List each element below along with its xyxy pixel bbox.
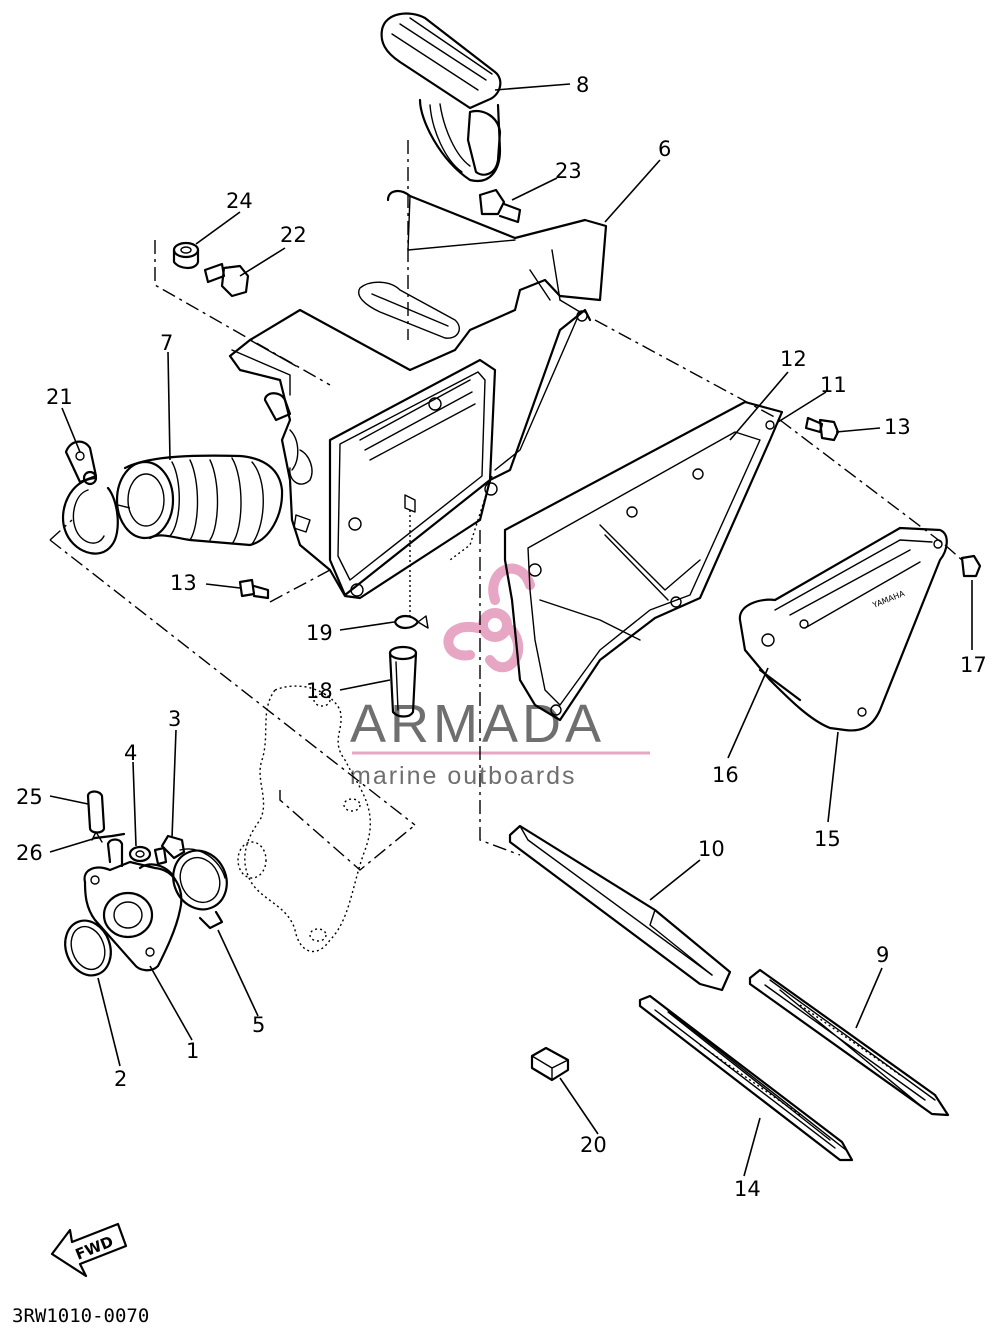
leader-lines [49, 83, 973, 1177]
part-5-clamp [172, 848, 228, 930]
part-2-o-ring [64, 919, 112, 977]
part-23-bolt [478, 188, 522, 224]
callout-4: 4 [124, 741, 137, 765]
part-6-filter-case [228, 190, 608, 620]
part-3-screw [153, 834, 186, 866]
part-24-washer [172, 241, 200, 270]
callout-2: 2 [114, 1067, 127, 1091]
callout-20: 20 [580, 1133, 607, 1157]
callout-5: 5 [252, 1013, 265, 1037]
callout-1: 1 [186, 1039, 199, 1063]
callout-18: 18 [306, 679, 333, 703]
part-25-pin [86, 790, 106, 834]
part-12-filter-guide [503, 400, 784, 722]
watermark-title: ARMADA [350, 694, 605, 754]
alignment-lines [49, 140, 963, 871]
callout-13-right: 13 [884, 415, 911, 439]
callout-14: 14 [734, 1177, 761, 1201]
part-15-cover: YAMAHA [738, 526, 948, 732]
callout-12: 12 [780, 347, 807, 371]
callout-11: 11 [820, 373, 847, 397]
part-21-clamp [61, 440, 119, 555]
part-4-washer [128, 845, 152, 863]
brand-label: YAMAHA [870, 589, 906, 611]
callout-22: 22 [280, 223, 307, 247]
callout-labels: 8 23 6 24 22 7 21 12 11 13 13 17 19 18 1… [16, 73, 987, 1201]
callout-8: 8 [576, 73, 589, 97]
callout-19: 19 [306, 621, 333, 645]
callout-13-left: 13 [170, 571, 197, 595]
carburetor-gasket-outline [237, 685, 371, 953]
callout-23: 23 [555, 159, 582, 183]
fwd-arrow-icon: FWD [50, 1222, 128, 1278]
part-14-screen [638, 994, 854, 1162]
callout-24: 24 [226, 189, 253, 213]
callout-26: 26 [16, 841, 43, 865]
callout-3: 3 [168, 707, 181, 731]
part-17-screw [960, 554, 982, 578]
callout-6: 6 [658, 137, 671, 161]
callout-10: 10 [698, 837, 725, 861]
callout-9: 9 [876, 943, 889, 967]
part-7-intake-boot [115, 454, 284, 547]
part-20-sponge [530, 1046, 570, 1082]
part-9-screen [748, 968, 950, 1117]
part-19-clip [393, 614, 429, 630]
callout-21: 21 [46, 385, 73, 409]
part-10-filter-element [508, 824, 732, 992]
callout-15: 15 [814, 827, 841, 851]
watermark-subtitle: marine outboards [350, 762, 577, 790]
part-26-clip [91, 831, 126, 843]
part-22-bolt [203, 262, 250, 298]
part-18-drain-tube [388, 645, 418, 718]
part-13-screw-right [804, 416, 840, 442]
callout-7: 7 [160, 331, 173, 355]
callout-16: 16 [712, 763, 739, 787]
part-8-intake-duct [380, 12, 502, 183]
part-13-screw-left [238, 578, 270, 600]
callout-25: 25 [16, 785, 43, 809]
diagram-code: 3RW1010-0070 [12, 1305, 149, 1327]
part-16-seal [758, 668, 802, 702]
callout-17: 17 [960, 653, 987, 677]
